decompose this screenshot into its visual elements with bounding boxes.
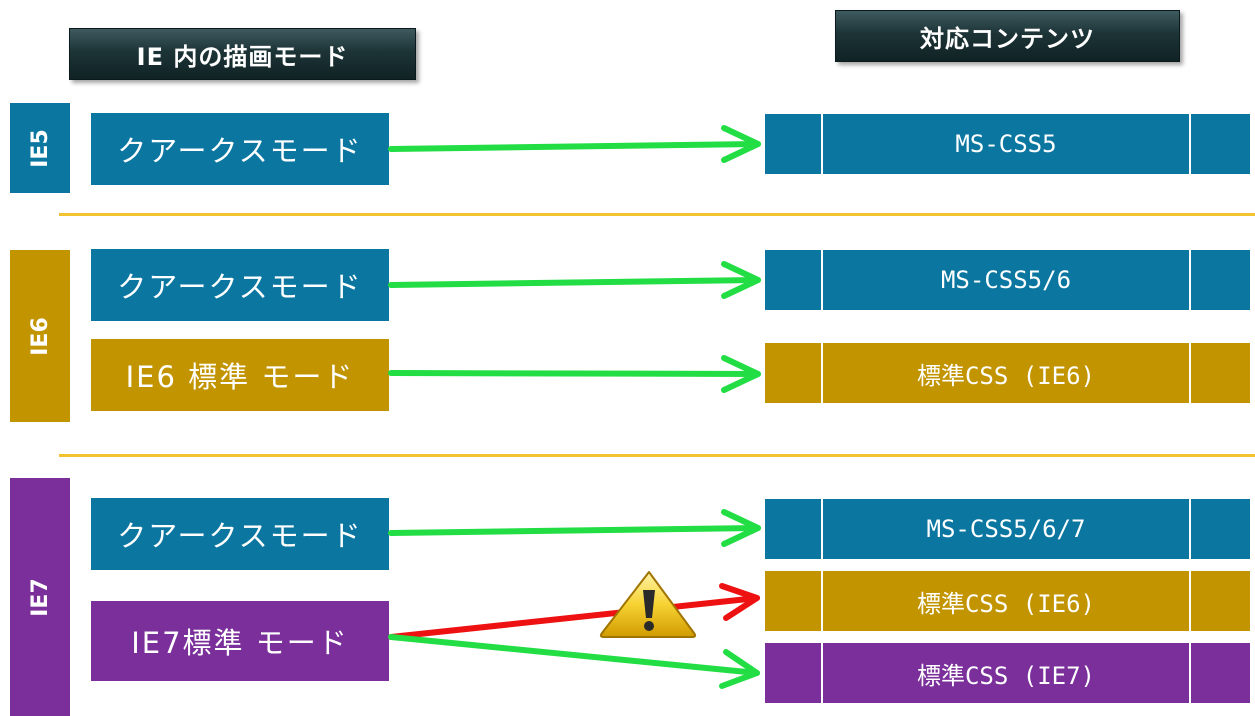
content-std-css-ie7: 標準CSS (IE7) (765, 643, 1250, 703)
mode-ie7-standard: IE7標準 モード (91, 601, 389, 681)
mode-ie6-quirks-label: クアークスモード (117, 270, 363, 304)
separator-ie6-ie7 (59, 454, 1255, 457)
mode-ie7-quirks: クアークスモード (91, 498, 389, 570)
content-ms-css56: MS-CSS5/6 (765, 250, 1250, 310)
mode-ie5-quirks: クアークスモード (91, 113, 389, 185)
mode-ie7-quirks-label: クアークスモード (117, 519, 363, 553)
header-supported-content-label: 対応コンテンツ (920, 24, 1095, 53)
content-std-css-ie6: 標準CSS (IE6) (765, 343, 1250, 403)
version-ie7: IE7 (10, 478, 70, 716)
mode-ie5-quirks-label: クアークスモード (117, 134, 363, 168)
arrow-ie7-quirks (388, 509, 761, 547)
arrow-ie6-standard (388, 355, 761, 393)
mode-ie6-quirks: クアークスモード (91, 249, 389, 321)
mode-ie6-standard: IE6 標準 モード (91, 339, 389, 411)
header-render-mode: IE 内の描画モード (69, 28, 416, 80)
content-std-css-ie6-label: 標準CSS (IE6) (916, 361, 1096, 390)
arrow-ie7-standard-ie6 (388, 583, 760, 640)
header-supported-content: 対応コンテンツ (835, 10, 1180, 62)
content-std-css-ie7-label: 標準CSS (IE7) (916, 661, 1096, 690)
content-ms-css567: MS-CSS5/6/7 (765, 499, 1250, 559)
mode-ie6-standard-label: IE6 標準 モード (125, 360, 355, 394)
content-ms-css5-label: MS-CSS5 (955, 130, 1057, 158)
warning-icon (599, 571, 697, 638)
separator-ie5-ie6 (59, 213, 1255, 216)
header-render-mode-label: IE 内の描画モード (136, 42, 349, 71)
arrow-ie5-quirks (388, 125, 761, 163)
content-std-css-ie6-b: 標準CSS (IE6) (765, 571, 1250, 631)
arrow-ie7-standard-ie7 (388, 634, 760, 689)
arrow-ie6-quirks (388, 261, 761, 299)
content-ms-css56-label: MS-CSS5/6 (940, 266, 1072, 294)
version-ie5: IE5 (10, 103, 70, 193)
version-ie6: IE6 (10, 250, 70, 422)
content-ms-css567-label: MS-CSS5/6/7 (926, 515, 1086, 543)
mode-ie7-standard-label: IE7標準 モード (131, 626, 349, 660)
content-ms-css5: MS-CSS5 (765, 114, 1250, 174)
content-std-css-ie6-b-label: 標準CSS (IE6) (916, 589, 1096, 618)
